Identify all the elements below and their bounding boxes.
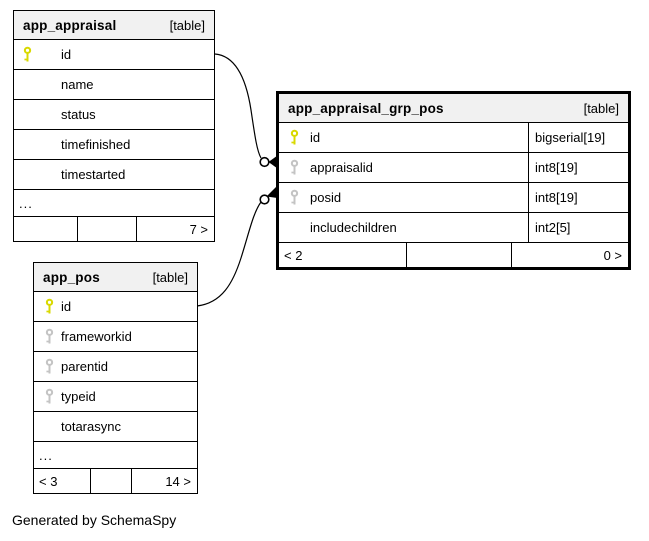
column-row: id xyxy=(14,40,214,70)
column-row: appraisalid int8[19] xyxy=(279,153,628,183)
key-icon xyxy=(42,358,56,375)
more-columns-ellipsis: ... xyxy=(14,190,214,217)
column-name: id xyxy=(61,299,72,314)
column-row: parentid xyxy=(34,352,197,382)
zero-one-dot-icon xyxy=(259,194,270,205)
column-type: int8[19] xyxy=(528,153,628,182)
relationship-appraisalid xyxy=(214,53,278,169)
key-icon xyxy=(20,46,34,63)
table-app-pos[interactable]: app_pos [table] id framework xyxy=(33,262,198,494)
column-name: id xyxy=(61,47,72,62)
key-icon xyxy=(287,159,301,176)
column-row: frameworkid xyxy=(34,322,197,352)
column-row: id bigserial[19] xyxy=(279,123,628,153)
table-header: app_appraisal [table] xyxy=(14,11,214,40)
column-row: name xyxy=(14,70,214,100)
footer-children: 7 > xyxy=(189,221,208,237)
column-type: bigserial[19] xyxy=(528,123,628,152)
column-name: totarasync xyxy=(61,419,121,434)
column-row: totarasync xyxy=(34,412,197,442)
column-row: timefinished xyxy=(14,130,214,160)
footer-parents: < 3 xyxy=(34,469,91,493)
column-name: typeid xyxy=(61,389,96,404)
table-title[interactable]: app_appraisal_grp_pos xyxy=(288,100,444,116)
column-row: typeid xyxy=(34,382,197,412)
table-app-appraisal-grp-pos[interactable]: app_appraisal_grp_pos [table] id bigseri… xyxy=(276,91,631,270)
footer-middle xyxy=(91,469,132,493)
generated-by-credit: Generated by SchemaSpy xyxy=(12,512,177,528)
table-footer: < 2 0 > xyxy=(279,243,628,267)
footer-children: 14 > xyxy=(165,473,191,489)
column-name: status xyxy=(61,107,96,122)
column-row: posid int8[19] xyxy=(279,183,628,213)
footer-middle xyxy=(407,243,512,267)
table-footer: 7 > xyxy=(14,217,214,241)
column-row: includechildren int2[5] xyxy=(279,213,628,243)
column-name: includechildren xyxy=(310,220,397,235)
footer-middle xyxy=(78,217,137,241)
column-row: id xyxy=(34,292,197,322)
table-tag: [table] xyxy=(583,100,619,116)
column-name: timestarted xyxy=(61,167,126,182)
column-name: posid xyxy=(310,190,342,205)
column-list: id bigserial[19] appraisalid int8[19] xyxy=(279,123,628,243)
footer-parents: < 2 xyxy=(279,243,407,267)
column-name: frameworkid xyxy=(61,329,132,344)
table-header: app_pos [table] xyxy=(34,263,197,292)
table-footer: < 3 14 > xyxy=(34,469,197,493)
table-header: app_appraisal_grp_pos [table] xyxy=(279,94,628,123)
relationship-line xyxy=(214,53,262,159)
key-icon xyxy=(42,388,56,405)
table-tag: [table] xyxy=(152,269,188,285)
column-name: id xyxy=(310,130,321,145)
key-icon xyxy=(42,328,56,345)
column-name: parentid xyxy=(61,359,108,374)
table-tag: [table] xyxy=(169,17,205,33)
more-columns-ellipsis: ... xyxy=(34,442,197,469)
key-icon xyxy=(287,189,301,206)
table-title[interactable]: app_appraisal xyxy=(23,17,117,33)
key-icon xyxy=(42,298,56,315)
column-name: timefinished xyxy=(61,137,131,152)
column-type: int2[5] xyxy=(528,213,628,242)
column-row: timestarted xyxy=(14,160,214,190)
key-icon xyxy=(287,129,301,146)
column-type: int8[19] xyxy=(528,183,628,212)
column-name: name xyxy=(61,77,94,92)
footer-children: 0 > xyxy=(603,247,622,263)
column-list: id name status xyxy=(14,40,214,190)
footer-parents xyxy=(14,217,78,241)
zero-one-dot-icon xyxy=(259,156,270,168)
table-app-appraisal[interactable]: app_appraisal [table] id nam xyxy=(13,10,215,242)
table-title[interactable]: app_pos xyxy=(43,269,100,285)
column-list: id frameworkid parentid xyxy=(34,292,197,442)
column-row: status xyxy=(14,100,214,130)
column-name: appraisalid xyxy=(310,160,373,175)
